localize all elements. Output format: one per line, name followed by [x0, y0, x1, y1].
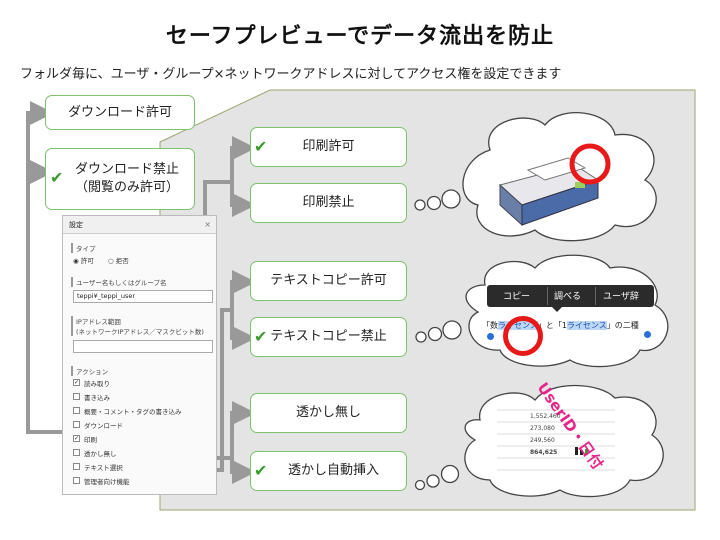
table-cell: 864,625 [530, 449, 558, 456]
table-cell: 273,080 [530, 425, 555, 432]
check-icon: ✔ [254, 137, 268, 156]
actions-section-label: アクション [71, 366, 108, 376]
action-label: テキスト選択 [84, 464, 123, 472]
box-watermark-none-label: 透かし無し [295, 405, 361, 421]
selected-text-part: 」の二種 [606, 321, 639, 330]
box-watermark-none: 透かし無し [250, 393, 407, 433]
box-download-allow: ダウンロード許可 [45, 95, 195, 130]
box-copy-deny: テキストコピー禁止 [250, 317, 407, 357]
action-checkbox[interactable] [73, 477, 80, 484]
action-label: 管理者向け機能 [84, 478, 130, 486]
table-cell: 249,560 [530, 437, 555, 444]
arrow-download-deny [26, 150, 54, 184]
page-subtitle: フォルダ毎に、ユーザ・グループ×ネットワークアドレスに対してアクセス権を設定でき… [20, 67, 562, 82]
box-download-allow-label: ダウンロード許可 [67, 104, 172, 120]
box-copy-allow-label: テキストコピー許可 [270, 273, 387, 289]
menu-pointer [552, 307, 562, 312]
table-row: 1,552,460 [500, 413, 615, 425]
box-print-deny: 印刷禁止 [250, 183, 407, 223]
user-input[interactable]: teppi¥_teppi_user [73, 290, 213, 303]
action-checkbox[interactable] [73, 421, 80, 428]
action-checkbox[interactable]: ✓ [73, 379, 80, 386]
box-copy-allow: テキストコピー許可 [250, 261, 407, 301]
type-section-label: タイプ [71, 243, 96, 253]
box-download-deny-sublabel: （閲覧のみ許可） [74, 180, 179, 195]
check-icon: ✔ [50, 168, 64, 187]
action-checkbox[interactable] [73, 393, 80, 400]
box-watermark-auto-label: 透かし自動挿入 [287, 463, 379, 479]
radio-deny[interactable]: ○ 拒否 [108, 257, 129, 265]
radio-allow-label: 許可 [80, 257, 94, 265]
arrow-copy-deny [230, 310, 256, 350]
ip-label-line1: IPアドレス範囲 [76, 318, 121, 326]
settings-panel-title: 設定 [63, 216, 216, 234]
action-checkbox[interactable] [73, 463, 80, 470]
check-icon: ✔ [254, 327, 268, 346]
action-checkbox[interactable] [73, 407, 80, 414]
arrow-watermark-auto [230, 458, 256, 484]
context-menu: コピー 調べる ユーザ辞 [487, 285, 654, 307]
close-icon[interactable]: × [204, 220, 211, 229]
radio-allow[interactable]: ◉ 許可 [73, 257, 94, 265]
check-icon: ✔ [254, 461, 268, 480]
thought-cloud-watermark [414, 384, 664, 498]
selected-text-part: 「数 [482, 321, 498, 330]
ip-label-line2: (ネットワークIPアドレス／マスクビット数) [76, 328, 204, 336]
box-download-deny: ダウンロード禁止 （閲覧のみ許可） [45, 148, 195, 210]
red-circle-copy [503, 316, 543, 356]
selection-handle-end[interactable] [644, 331, 651, 338]
table-row: 273,080 [500, 425, 615, 437]
watermark-bars [575, 447, 588, 455]
context-menu-lookup[interactable]: 調べる [554, 292, 582, 302]
box-print-allow: 印刷許可 [250, 127, 407, 167]
selected-text-part: 1 [561, 321, 567, 330]
selected-text-part: ライセンス [566, 321, 607, 330]
action-label: 印刷 [84, 436, 97, 444]
arrow-print-deny [230, 182, 256, 217]
settings-panel: 設定 × タイプ ◉ 許可 ○ 拒否 ユーザー名もしくはグループ名 teppi¥… [62, 215, 217, 495]
page-title: セーフプレビューでデータ流出を防止 [165, 24, 555, 49]
ip-section-label: IPアドレス範囲 (ネットワークIPアドレス／マスクビット数) [71, 316, 204, 336]
table-row: 249,560 [500, 437, 615, 449]
user-section-label: ユーザー名もしくはグループ名 [71, 277, 166, 287]
menu-divider [547, 287, 548, 305]
selection-handle-start[interactable] [487, 333, 494, 340]
table-cell: 1,552,460 [530, 413, 561, 420]
box-copy-deny-label: テキストコピー禁止 [270, 329, 387, 345]
action-checkbox[interactable]: ✓ [73, 435, 80, 442]
table-row: 864,625 [500, 449, 615, 461]
action-label: 概要・コメント・タグの書き込み [84, 408, 182, 416]
action-checkbox[interactable] [73, 449, 80, 456]
box-download-deny-label: ダウンロード禁止 [74, 162, 179, 178]
box-print-deny-label: 印刷禁止 [302, 195, 355, 211]
menu-divider [595, 287, 596, 305]
context-menu-copy[interactable]: コピー [503, 292, 531, 302]
selected-text-part: 」と「 [537, 321, 562, 330]
arrow-download-allow [26, 101, 66, 434]
action-label: 透かし無し [84, 450, 117, 458]
action-label: ダウンロード [84, 422, 123, 430]
box-print-allow-label: 印刷許可 [302, 139, 355, 155]
box-watermark-auto: 透かし自動挿入 [250, 451, 407, 491]
ip-input[interactable] [73, 340, 213, 353]
action-label: 書き込み [84, 394, 110, 402]
context-menu-dict[interactable]: ユーザ辞 [603, 292, 639, 302]
watermark-table-lines [497, 409, 615, 471]
radio-deny-label: 拒否 [115, 257, 129, 265]
red-circle-print [569, 143, 611, 185]
action-label: 読み取り [84, 380, 110, 388]
